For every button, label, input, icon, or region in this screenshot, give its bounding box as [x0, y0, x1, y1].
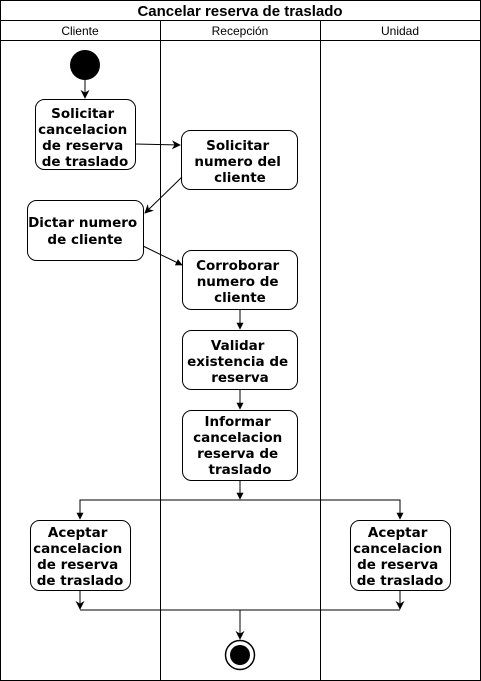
final-node-core — [230, 645, 250, 665]
edge-fork-right — [240, 499, 404, 520]
edge-numero-to-dictar — [144, 176, 183, 214]
action-aceptar-unidad-label: Aceptar cancelacion de reserva de trasla… — [353, 525, 447, 589]
action-aceptar-cliente-label: Aceptar cancelacion de reserva de trasla… — [33, 525, 127, 589]
action-solicitar-numero — [181, 130, 298, 190]
lane-header-cliente: Cliente — [61, 24, 99, 38]
diagram-title: Cancelar reserva de traslado — [137, 3, 342, 20]
action-aceptar-unidad — [350, 520, 451, 591]
action-validar-existencia-label: Validar existencia de reserva — [187, 338, 293, 386]
action-corroborar-numero — [182, 250, 298, 310]
edge-fork-left — [76, 499, 240, 520]
lane-header-unidad: Unidad — [381, 24, 419, 38]
action-informar-cancelacion — [182, 410, 298, 481]
action-validar-existencia — [182, 330, 298, 390]
action-solicitar-cancelacion — [35, 99, 136, 170]
action-corroborar-numero-label: Corroborar numero de cliente — [196, 258, 284, 306]
action-aceptar-cliente — [30, 520, 131, 591]
action-solicitar-cancelacion-label: Solicitar cancelacion de reserva de tras… — [38, 106, 132, 170]
edge-dictar-to-corroborar — [142, 245, 183, 266]
action-informar-cancelacion-label: Informar cancelacion reserva de traslado — [193, 414, 287, 478]
edge-solicitar-to-numero — [134, 140, 181, 150]
action-dictar-numero-label: Dictar numero de cliente — [28, 215, 142, 248]
lane-header-recepcion: Recepción — [212, 24, 269, 38]
action-solicitar-numero-label: Solicitar numero del cliente — [194, 138, 285, 186]
initial-node — [70, 50, 100, 80]
action-dictar-numero — [27, 200, 144, 261]
